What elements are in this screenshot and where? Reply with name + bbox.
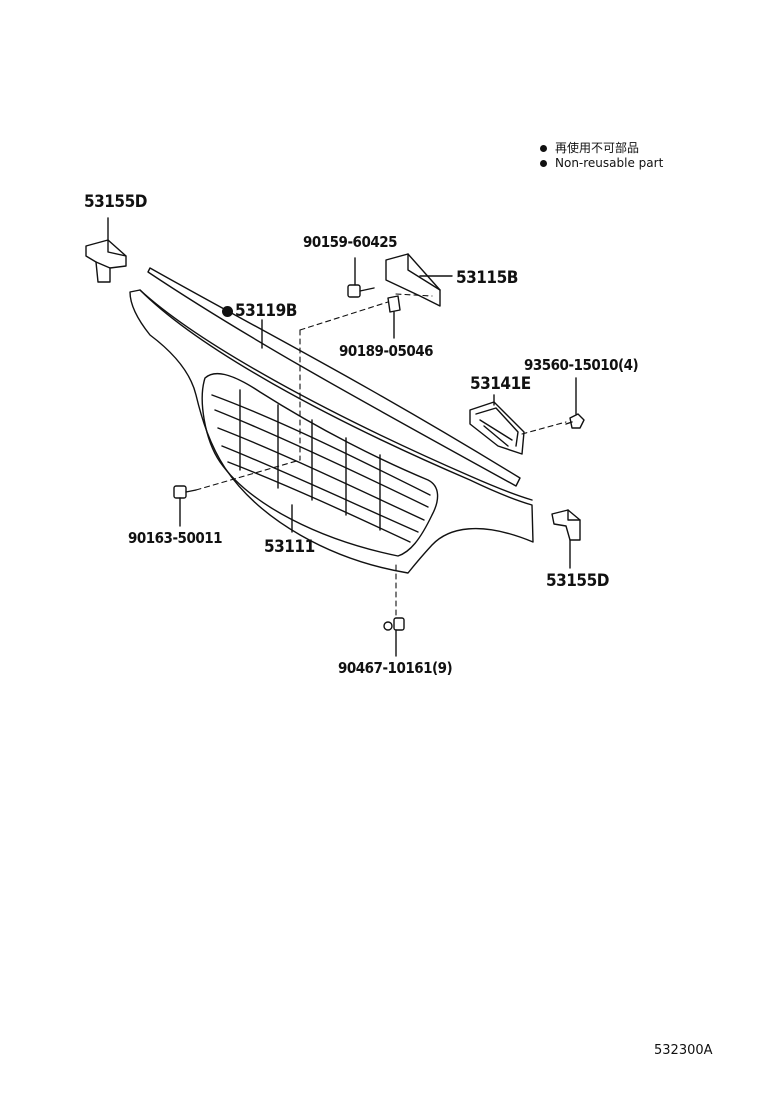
part-label-screw-90159[interactable]: 90159-60425 (303, 233, 398, 251)
part-label-clip-90467[interactable]: 90467-10161(9) (338, 659, 453, 677)
screw-90163-shape (173, 485, 197, 499)
part-label-screw-90163[interactable]: 90163-50011 (128, 529, 223, 547)
screw-90159-shape (347, 284, 375, 298)
part-label-grille[interactable]: 53111 (264, 537, 315, 557)
legend-line-english: Non-reusable part (540, 156, 663, 170)
grille-body-shape (129, 289, 534, 574)
clip-90189-shape (387, 295, 401, 313)
part-label-center-emblem[interactable]: 53141E (470, 374, 531, 394)
center-emblem-shape (469, 401, 525, 455)
screw-93560-shape (565, 413, 585, 429)
bracket-shape (385, 253, 441, 307)
filled-circle-icon (540, 160, 547, 167)
part-label-bracket[interactable]: 53115B (456, 268, 518, 288)
legend-line-japanese: 再使用不可部品 (540, 139, 639, 156)
clip-90467-shape (383, 617, 405, 631)
left-corner-emblem-shape (85, 239, 127, 283)
part-label-right-emblem[interactable]: 53155D (546, 571, 609, 591)
illustration-code: 532300A (654, 1043, 713, 1058)
right-corner-emblem-shape (551, 509, 581, 541)
molding-strip-shape (147, 267, 521, 487)
part-label-molding[interactable]: 53119B (222, 301, 297, 321)
filled-circle-icon (540, 145, 547, 152)
assembly-dashed-lines (195, 293, 567, 619)
non-reusable-marker-icon (222, 306, 233, 317)
part-label-clip-90189[interactable]: 90189-05046 (339, 342, 434, 360)
part-label-screw-93560[interactable]: 93560-15010(4) (524, 356, 639, 374)
part-label-left-emblem[interactable]: 53155D (84, 192, 147, 212)
